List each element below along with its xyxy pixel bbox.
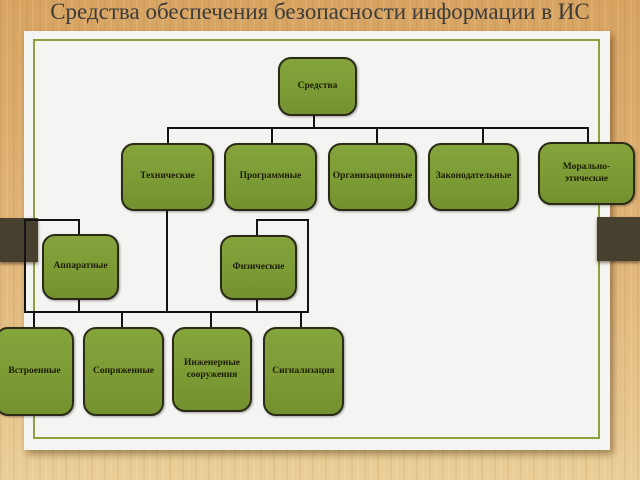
- connector-line: [24, 219, 26, 313]
- node-label: Технические: [140, 171, 195, 182]
- connector-line: [376, 127, 378, 144]
- node-fizicheskie: Физические: [220, 235, 297, 300]
- connector-line: [271, 127, 273, 144]
- connector-line: [256, 296, 258, 313]
- node-label: Морально-этические: [562, 162, 611, 184]
- node-vstroennye: Встроенные: [0, 327, 74, 416]
- connector-line: [482, 127, 484, 144]
- connector-line: [78, 296, 80, 313]
- left-dark-bar: [0, 218, 38, 262]
- connector-line: [24, 311, 309, 313]
- node-label: Законодательные: [435, 171, 512, 182]
- connector-line: [210, 311, 212, 327]
- node-organizatsionnye: Организационные: [328, 143, 417, 211]
- node-inzhenernye-sooruzheniya: Инженерные сооружения: [172, 327, 252, 412]
- node-label: Физические: [232, 261, 285, 272]
- connector-line: [300, 311, 302, 327]
- connector-line: [587, 127, 589, 143]
- node-moralno-eticheskie: Морально-этические: [538, 142, 635, 205]
- node-apparatnye: Аппаратные: [42, 234, 119, 300]
- connector-line: [121, 311, 123, 327]
- node-programmnye: Программные: [224, 143, 317, 211]
- node-label: Встроенные: [8, 365, 61, 376]
- node-label: Аппаратные: [53, 261, 108, 272]
- connector-line: [313, 112, 315, 128]
- node-label: Организационные: [332, 171, 413, 182]
- connector-line: [167, 127, 169, 144]
- connector-line: [307, 219, 309, 313]
- connector-line: [33, 311, 35, 327]
- node-sredstva: Средства: [278, 57, 357, 116]
- right-dark-bar: [597, 217, 640, 261]
- node-label: Инженерные сооружения: [184, 358, 240, 380]
- connector-line: [78, 219, 80, 234]
- node-label: Сопряженные: [92, 365, 155, 376]
- node-zakonodatelnye: Законодательные: [428, 143, 519, 211]
- connector-line: [256, 219, 258, 235]
- node-label: Средства: [297, 80, 338, 91]
- slide-title: Средства обеспечения безопасности информ…: [50, 0, 590, 24]
- node-label: Программные: [239, 171, 302, 182]
- node-tekhnicheskie: Технические: [121, 143, 214, 211]
- node-signalizatsiya: Сигнализация: [263, 327, 344, 416]
- connector-line: [256, 219, 309, 221]
- connector-line: [166, 207, 168, 313]
- node-sopryazhennye: Сопряженные: [83, 327, 164, 416]
- connector-line: [167, 127, 589, 129]
- connector-line: [24, 219, 80, 221]
- node-label: Сигнализация: [272, 365, 335, 376]
